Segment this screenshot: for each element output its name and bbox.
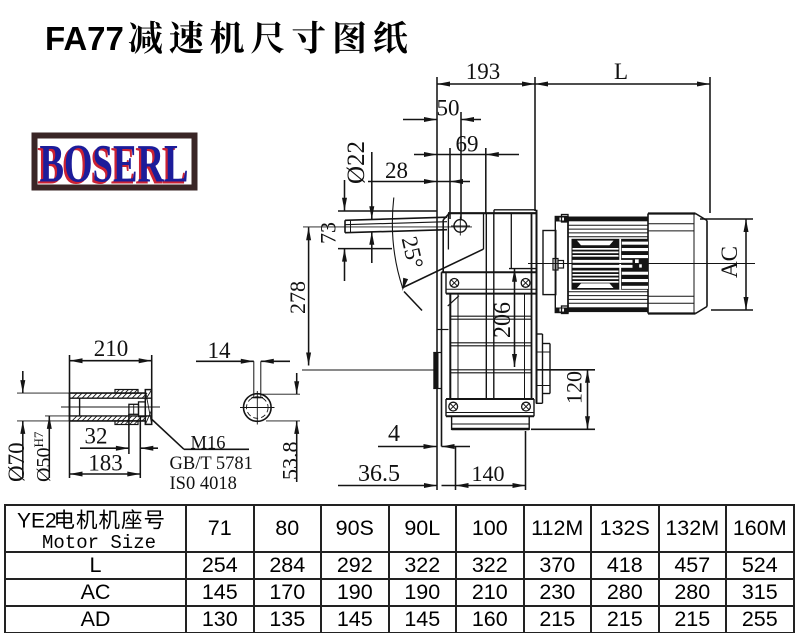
svg-text:GB/T 5781: GB/T 5781 — [170, 454, 253, 474]
svg-text:Ø50H7: Ø50H7 — [31, 431, 55, 482]
svg-text:53.8: 53.8 — [278, 442, 303, 481]
svg-text:25°: 25° — [397, 234, 429, 271]
svg-text:32: 32 — [85, 424, 108, 449]
svg-text:14: 14 — [208, 338, 232, 363]
svg-text:69: 69 — [456, 132, 479, 157]
svg-text:36.5: 36.5 — [358, 461, 400, 487]
svg-text:210: 210 — [94, 336, 129, 361]
svg-text:278: 278 — [285, 281, 310, 314]
svg-text:BOSERL: BOSERL — [37, 136, 186, 196]
svg-text:Ø70: Ø70 — [4, 442, 29, 482]
svg-text:28: 28 — [385, 158, 408, 183]
svg-text:4: 4 — [388, 421, 400, 447]
svg-text:M16: M16 — [191, 434, 226, 454]
svg-text:193: 193 — [466, 59, 501, 84]
svg-text:140: 140 — [472, 461, 505, 486]
svg-text:Motor Size: Motor Size — [42, 532, 156, 551]
svg-text:120: 120 — [562, 371, 587, 404]
svg-text:183: 183 — [88, 451, 123, 476]
svg-text:50: 50 — [437, 96, 460, 121]
svg-text:YE2: YE2 — [17, 509, 57, 532]
svg-text:Ø22: Ø22 — [343, 141, 370, 184]
svg-text:73: 73 — [316, 222, 341, 244]
svg-text:AC: AC — [717, 246, 742, 278]
svg-text:BOSERL: BOSERL — [40, 134, 189, 194]
svg-text:IS0 4018: IS0 4018 — [170, 474, 237, 494]
svg-text:FA77: FA77 — [45, 20, 124, 57]
svg-text:L: L — [614, 59, 628, 84]
